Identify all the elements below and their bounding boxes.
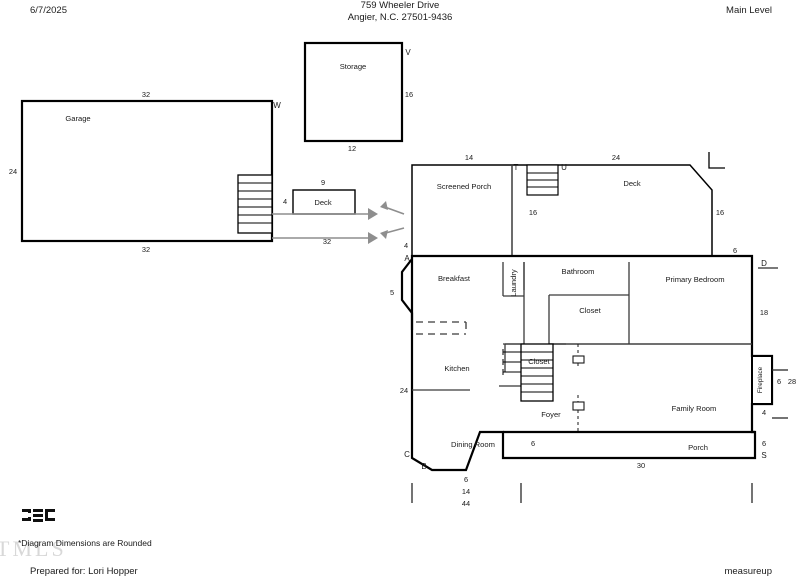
room-label-garage: Garage (65, 114, 90, 123)
left-bay-wall (400, 258, 414, 330)
footer-prepared-for: Prepared for: Lori Hopper (30, 566, 138, 577)
dim-kitchen-left-24: 24 (400, 386, 408, 395)
corner-labels: V W T U D A C B S (273, 48, 767, 471)
dim-storage-bottom: 12 (348, 144, 356, 153)
room-label-porch: Porch (688, 443, 708, 452)
dim-bedroom-top-6: 6 (733, 246, 737, 255)
dim-overall-28: 28 (788, 377, 796, 386)
dim-leader-32: 32 (323, 237, 331, 246)
dim-deck-garage-top: 9 (321, 178, 325, 187)
corner-label-d: D (761, 259, 767, 268)
room-label-bathroom: Bathroom (562, 267, 595, 276)
fireplace-outline (751, 355, 773, 405)
dim-porch-bottom-30: 30 (637, 461, 645, 470)
room-label-laundry: Laundry (509, 269, 518, 297)
room-label-family-room: Family Room (672, 404, 717, 413)
dim-porch-right-6: 6 (762, 439, 766, 448)
address-line-1: 759 Wheeler Drive (360, 0, 440, 11)
corner-label-w: W (273, 101, 281, 110)
room-label-deck-main: Deck (623, 179, 641, 188)
dim-deck-right: 16 (716, 208, 724, 217)
upper-deck-outline (411, 164, 713, 257)
main-house-outline (410, 254, 774, 472)
dim-storage-right: 16 (405, 90, 413, 99)
room-label-foyer: Foyer (541, 410, 561, 419)
room-label-screened-porch: Screened Porch (437, 182, 491, 191)
corner-label-a: A (404, 254, 410, 263)
dim-garage-left: 24 (9, 167, 17, 176)
dim-screened-right: 16 (529, 208, 537, 217)
dim-dining-bottom-6: 6 (464, 475, 468, 484)
room-label-breakfast: Breakfast (438, 274, 471, 283)
room-label-kitchen: Kitchen (444, 364, 469, 373)
dim-garage-top: 32 (142, 90, 150, 99)
dim-foyer-6: 6 (531, 439, 535, 448)
garage-outline (20, 99, 274, 243)
room-labels: Garage Storage Deck Screened Porch Deck … (65, 62, 764, 452)
footer-disclaimer: *Diagram Dimensions are Rounded (18, 538, 152, 548)
deck-garage-outline (292, 189, 356, 215)
corner-label-t: T (514, 163, 519, 172)
dimension-ticks (411, 267, 788, 503)
dim-wall-left-5: 5 (390, 288, 394, 297)
room-label-dining-room: Dining Room (451, 440, 495, 449)
tmls-watermark: TMLS (0, 536, 67, 561)
garage-stairs-icon (237, 174, 273, 234)
corner-label-u: U (561, 163, 567, 172)
room-label-closet-bath: Closet (579, 306, 601, 315)
corner-label-c: C (404, 450, 410, 459)
upper-stairs-icon (526, 164, 559, 196)
room-label-closet-stair: Closet (528, 357, 550, 366)
room-label-primary-bedroom: Primary Bedroom (665, 275, 724, 284)
door-symbol-foyer (572, 395, 585, 432)
room-label-storage: Storage (340, 62, 367, 71)
dim-wall-a-4: 4 (404, 241, 408, 250)
dim-overall-44: 44 (462, 499, 470, 508)
interior-walls (412, 262, 752, 391)
footer-brand: measureup (724, 566, 772, 577)
dim-deck-top: 24 (612, 153, 620, 162)
corner-label-b: B (421, 462, 426, 471)
room-label-deck-garage: Deck (314, 198, 332, 207)
room-label-fireplace: Fireplace (757, 366, 764, 393)
dimension-labels: 32 24 32 16 12 9 4 32 14 24 16 16 4 6 5 … (9, 90, 796, 508)
plan-level: Main Level (726, 5, 772, 16)
dim-bedroom-right-18: 18 (760, 308, 768, 317)
address-line-2: Angier, N.C. 27501-9436 (347, 12, 453, 23)
dim-family-right-4: 4 (762, 408, 766, 417)
corner-label-v: V (405, 48, 411, 57)
dim-garage-bottom: 32 (142, 245, 150, 254)
leader-lines (272, 201, 405, 244)
corner-tick-topright (708, 152, 725, 169)
corner-label-s: S (761, 451, 766, 460)
foyer-stairs-icon (499, 343, 554, 402)
door-symbol-upper (572, 344, 585, 369)
dec-logo-icon (22, 509, 55, 522)
storage-outline (303, 41, 404, 143)
dim-fireplace-6: 6 (777, 377, 781, 386)
dim-overall-14: 14 (462, 487, 470, 496)
dim-deck-garage-left: 4 (283, 197, 287, 206)
plan-address: 759 Wheeler Drive Angier, N.C. 27501-943… (0, 0, 800, 24)
plan-date: 6/7/2025 (30, 5, 67, 16)
dim-screened-top: 14 (465, 153, 473, 162)
